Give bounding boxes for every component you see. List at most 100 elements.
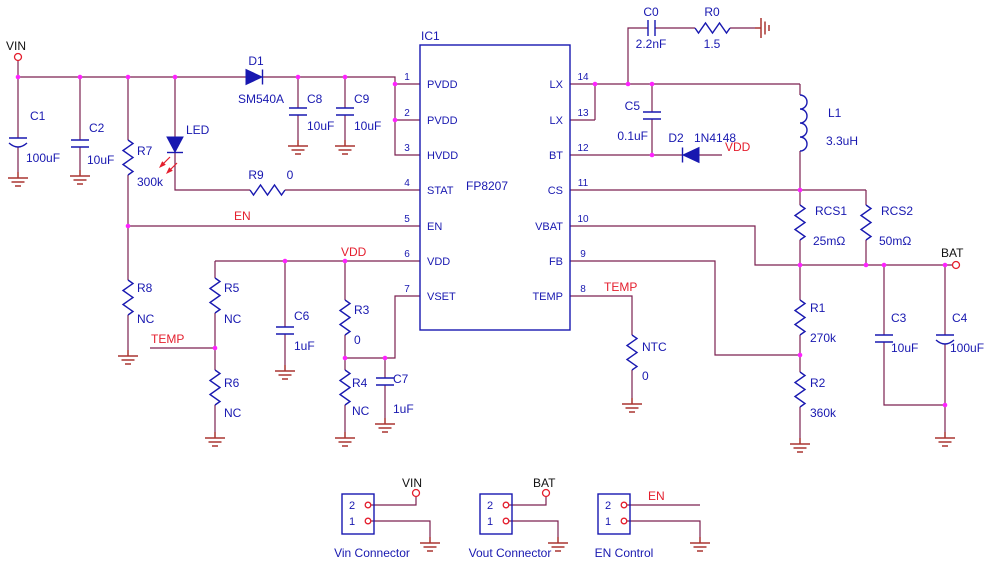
resistor-symbol [338, 299, 352, 336]
wire-net-vin [17, 60, 246, 140]
label-r9-value: 0 [287, 168, 294, 182]
wire-net-cs [570, 151, 867, 205]
ic-part-number: FP8207 [466, 179, 508, 193]
net-label-temp-left: TEMP [151, 332, 184, 346]
junction-dot [125, 223, 131, 229]
label-c1-ref: C1 [30, 109, 46, 123]
label-r2-value: 360k [810, 406, 837, 420]
resistor-r0: R0 1.5 [694, 5, 731, 51]
resistor-r1: R1 270k [793, 299, 837, 345]
capacitor-c0: C0 2.2nF [636, 5, 667, 51]
pin-number-6: 6 [404, 249, 410, 260]
resistor-symbol [121, 139, 135, 176]
net-label-vin-connector: VIN [402, 476, 422, 490]
net-label-en-connector: EN [648, 489, 665, 503]
label-r1-value: 270k [810, 331, 837, 345]
capacitor-polarized-symbol [8, 137, 28, 148]
inductor-l1: L1 3.3uH [799, 94, 858, 152]
wire-net-fb [570, 260, 801, 372]
label-c4-value: 100uF [950, 341, 984, 355]
diode-d1: D1 SM540A [238, 54, 284, 106]
ic-designator: IC1 [421, 29, 440, 43]
connector-pin-circle [364, 501, 372, 509]
label-r7-value: 300k [137, 175, 164, 189]
label-c2-ref: C2 [89, 121, 105, 135]
wire-conn-en [624, 504, 701, 537]
junction-dot [942, 262, 948, 268]
pin-number-14: 14 [577, 72, 589, 83]
label-d2-ref: D2 [668, 131, 684, 145]
pin-name-stat: STAT [427, 185, 454, 197]
label-c2-value: 10uF [87, 153, 114, 167]
ground-symbol [275, 365, 295, 380]
pin-number-8: 8 [580, 284, 586, 295]
capacitor-c2: C2 10uF [71, 121, 114, 167]
connector-vin: 2 1 VIN Vin Connector [334, 476, 422, 560]
pin-number-3: 3 [404, 143, 410, 154]
capacitor-c6: C6 1uF [276, 309, 315, 353]
label-r6-value: NC [224, 406, 242, 420]
pin-number-2: 2 [404, 108, 410, 119]
capacitor-c9: C9 10uF [336, 92, 381, 133]
resistor-ntc: NTC 0 [625, 334, 667, 383]
resistor-symbol [121, 279, 135, 316]
capacitor-c3: C3 10uF [875, 311, 918, 355]
wire-net-bt [570, 119, 722, 156]
label-led-ref: LED [186, 123, 210, 137]
ground-symbol [790, 438, 810, 453]
ground-symbol [420, 537, 440, 552]
connector-label: EN Control [595, 546, 654, 560]
wire-net-lx [570, 27, 801, 121]
capacitor-symbol [875, 334, 893, 343]
connector-pin-1: 1 [487, 516, 493, 528]
connector-pin-2: 2 [605, 500, 611, 512]
junction-dot [649, 152, 655, 158]
net-label-vdd-right: VDD [725, 140, 751, 154]
label-c8-value: 10uF [307, 119, 334, 133]
ground-symbol [70, 170, 90, 185]
junction-dot [797, 262, 803, 268]
capacitor-c8: C8 10uF [289, 92, 334, 133]
junction-dot [282, 258, 288, 264]
capacitor-c1: C1 100uF [8, 109, 60, 165]
wire-conn-vout [506, 496, 559, 537]
wire-net-vdd [214, 260, 420, 327]
ground-symbol-rotated [755, 18, 770, 38]
label-r7-ref: R7 [137, 144, 153, 158]
capacitor-symbol [71, 139, 89, 148]
capacitor-symbol [647, 20, 656, 36]
wire-net-vset [344, 295, 420, 378]
resistor-r9: R9 0 [248, 168, 294, 197]
ground-symbol [335, 140, 355, 155]
pin-name-fb: FB [549, 256, 563, 268]
junction-dot [797, 187, 803, 193]
wire-net-temp-left [150, 313, 216, 370]
ic-fp8207: IC1 FP8207 1 PVDD 2 PVDD 3 HVDD 4 STAT 5… [404, 29, 589, 331]
ground-symbol [690, 537, 710, 552]
pin-number-1: 1 [404, 72, 410, 83]
junction-dot [342, 258, 348, 264]
capacitor-symbol [289, 107, 307, 116]
label-r8-ref: R8 [137, 281, 153, 295]
ground-symbol [335, 432, 355, 447]
junction-dot [881, 262, 887, 268]
junction-dot [392, 117, 398, 123]
ic-left-pin-labels: 1 PVDD 2 PVDD 3 HVDD 4 STAT 5 EN 6 VDD 7… [404, 72, 458, 303]
capacitor-polarized-symbol [935, 334, 955, 345]
diode-triangle [245, 68, 264, 86]
connector-body [479, 493, 513, 535]
junction-dot [863, 262, 869, 268]
junction-dot [342, 74, 348, 80]
resistor-r3: R3 0 [338, 299, 370, 347]
resistor-rcs2: RCS2 50mΩ [859, 204, 913, 248]
label-rcs1-value: 25mΩ [813, 234, 845, 248]
label-r5-value: NC [224, 312, 242, 326]
resistor-symbol [793, 371, 807, 408]
label-ntc-ref: NTC [642, 340, 667, 354]
label-c3-value: 10uF [891, 341, 918, 355]
terminal-bat [951, 260, 961, 270]
wire-net-en [127, 175, 420, 280]
resistor-r7: R7 300k [121, 139, 164, 189]
ground-symbol [205, 432, 225, 447]
resistor-symbol [625, 334, 639, 371]
